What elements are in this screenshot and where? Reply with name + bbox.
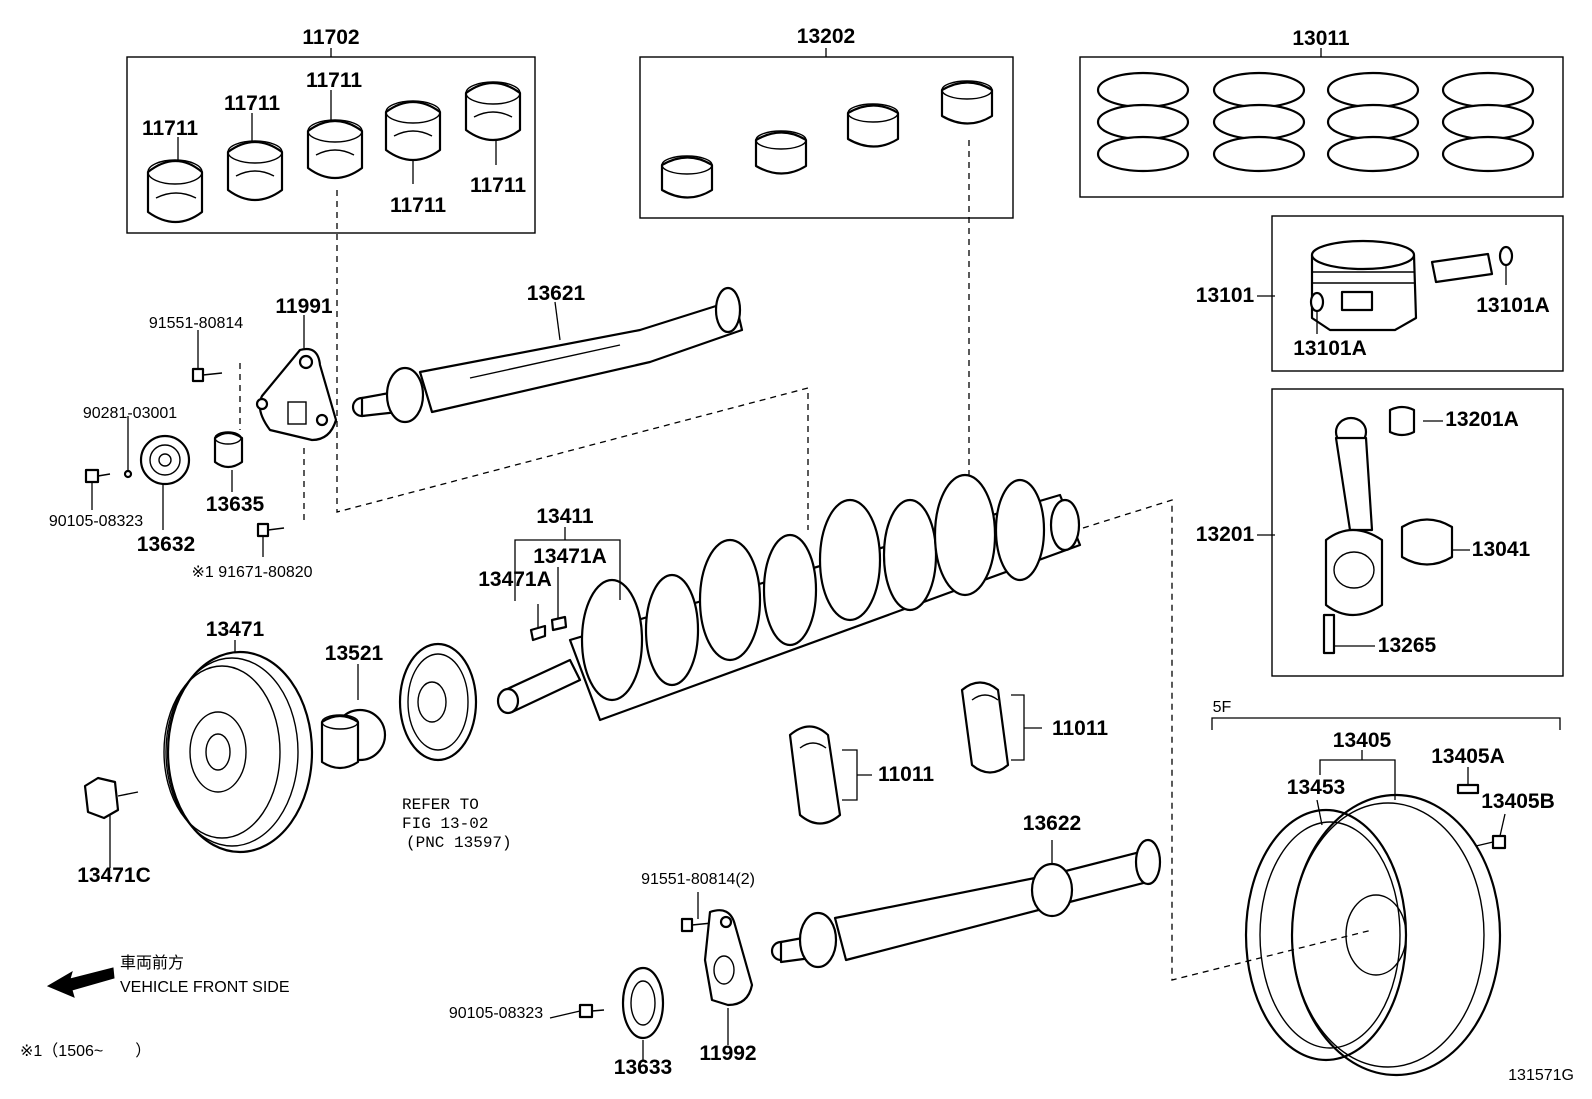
label-13265: 13265 (1378, 634, 1437, 657)
label-13622: 13622 (1023, 812, 1081, 835)
piston-ring-set-1 (1096, 71, 1190, 173)
label-13471C: 13471C (77, 864, 151, 887)
label-13201: 13201 (1196, 523, 1255, 546)
main-bearing-11711-e (464, 81, 522, 142)
group-box-13201 (1271, 388, 1564, 677)
label-13201A: 13201A (1445, 408, 1519, 431)
label-13453: 13453 (1287, 776, 1345, 799)
label-91551-80814-2: 91551-80814(2) (641, 871, 755, 888)
rod-bearing-13202-d (940, 80, 994, 125)
label-13471A-a: 13471A (533, 545, 607, 568)
pulley-bolt-13471C (83, 776, 139, 820)
refer-note-line3: (PNC 13597) (406, 834, 512, 852)
crank-timing-gear-13521 (320, 708, 387, 770)
label-13521: 13521 (325, 642, 384, 665)
label-13101A-b: 13101A (1476, 294, 1550, 317)
piston-ring-set-3 (1326, 71, 1420, 173)
thrust-washer-11011-upper (960, 681, 1010, 774)
main-bearing-11711-b (226, 140, 284, 202)
piston-ring-set-2 (1212, 71, 1306, 173)
cam-timing-gear-13633 (621, 966, 665, 1040)
label-13101: 13101 (1196, 284, 1255, 307)
figure-id: 131571G (1508, 1067, 1574, 1084)
label-13411: 13411 (536, 505, 594, 528)
label-13101A-a: 13101A (1293, 337, 1367, 360)
label-13405: 13405 (1333, 729, 1392, 752)
label-11991: 11991 (275, 295, 333, 318)
label-90281-03001: 90281-03001 (83, 405, 177, 422)
vehicle-front-label-en: VEHICLE FRONT SIDE (120, 979, 290, 996)
woodruff-key-13471A-b (550, 615, 568, 632)
label-13471A-b: 13471A (478, 568, 552, 591)
woodruff-key-13471A-a (529, 624, 547, 642)
main-bearing-11711-d (384, 100, 442, 162)
label-13405A: 13405A (1431, 745, 1505, 768)
bracket-11992 (703, 909, 754, 1007)
label-13202: 13202 (797, 25, 855, 48)
rod-bearing-13202-a (660, 155, 714, 199)
label-11711-c: 11711 (306, 69, 362, 92)
label-91671-80820: ※1 91671-80820 (191, 564, 312, 581)
ring-gear-13453 (1244, 808, 1408, 1062)
refer-note-line2: FIG 13-02 (402, 815, 488, 833)
label-5f: 5F (1213, 699, 1232, 716)
bracket-11991 (255, 347, 338, 442)
pin-13405A (1456, 783, 1480, 795)
bolt-13405B (1475, 834, 1507, 850)
crank-sprocket-13597 (398, 642, 478, 762)
dashed-line-bearing-crank (336, 190, 809, 530)
drive-plate-13405 (1290, 793, 1502, 1077)
label-11992: 11992 (699, 1042, 756, 1065)
bracket-5f (1211, 717, 1561, 730)
label-11711-e: 11711 (470, 174, 526, 197)
label-90105-08323-lower: 90105-08323 (449, 1005, 543, 1022)
label-11011-a: 11011 (1052, 717, 1108, 740)
label-11711-a: 11711 (142, 117, 198, 140)
vehicle-front-label-jp: 車両前方 (120, 954, 184, 972)
label-13635: 13635 (206, 493, 265, 516)
crankshaft-13411 (496, 473, 1082, 722)
refer-note-line1: REFER TO (402, 796, 479, 814)
label-13621: 13621 (527, 282, 586, 305)
bushing-13635 (213, 431, 244, 469)
label-13011: 13011 (1292, 27, 1350, 50)
label-13632: 13632 (137, 533, 195, 556)
label-11702: 11702 (302, 26, 359, 49)
bolt-91551-80814 (191, 367, 223, 383)
group-box-13101 (1271, 215, 1564, 372)
bolt-90105-08323-upper (84, 468, 111, 484)
label-91551-80814: 91551-80814 (149, 315, 243, 332)
rod-bearing-13202-c (846, 103, 900, 148)
camshaft-13621 (351, 286, 744, 424)
label-13471: 13471 (206, 618, 265, 641)
vehicle-front-arrow-icon (46, 967, 115, 998)
label-11711-b: 11711 (224, 92, 280, 115)
bolt-90105-08323-lower (578, 1003, 605, 1019)
crank-pulley-13471 (163, 650, 314, 854)
label-11711-d: 11711 (390, 194, 446, 217)
main-bearing-11711-c (306, 119, 364, 180)
pin-90281-03001 (123, 469, 133, 479)
label-13405B: 13405B (1481, 790, 1555, 813)
label-11011-b: 11011 (878, 763, 934, 786)
label-13041: 13041 (1472, 538, 1531, 561)
main-bearing-11711-a (146, 159, 204, 224)
piston-ring-set-4 (1441, 71, 1535, 173)
cam-timing-gear-13632 (139, 434, 191, 486)
bolt-91671-80820 (256, 522, 285, 538)
connecting-rod-13201 (1322, 405, 1454, 655)
dashed-line-drive-plate (1082, 499, 1373, 981)
rod-bearing-13202-b (754, 130, 808, 175)
label-13633: 13633 (614, 1056, 672, 1079)
camshaft-13622 (770, 838, 1162, 969)
piston-13101 (1309, 239, 1514, 332)
thrust-washer-11011-lower (788, 725, 842, 825)
footnote: ※1（1506~ ） (20, 1042, 151, 1060)
label-90105-08323-upper: 90105-08323 (49, 513, 143, 530)
